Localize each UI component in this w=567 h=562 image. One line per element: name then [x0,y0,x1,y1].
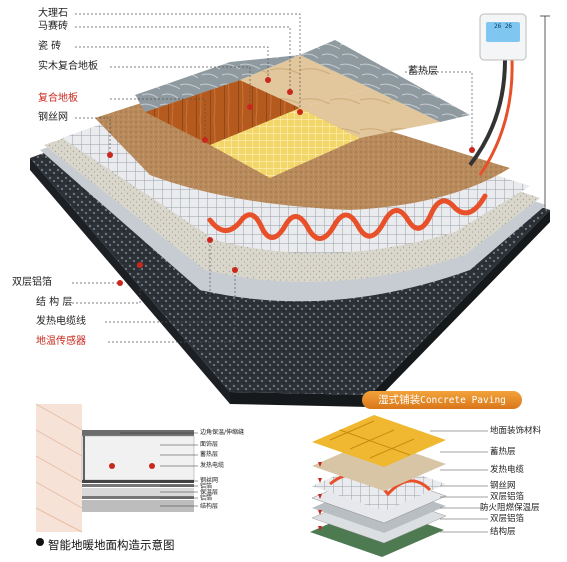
thermostat-value-left: 26 [493,23,502,30]
label-marble: 大理石 [38,8,68,19]
marble-slab [135,55,300,112]
thermostat-display: 26 26 [486,22,520,42]
section-label-foil-2: 铝箔 [200,495,213,502]
thermostat-value-right: 26 [504,23,513,30]
wood-floor [145,80,300,145]
wet-label-foil-1: 双层铝箔 [490,492,525,502]
section-label-mesh: 钢丝网 [200,477,219,484]
wet-label-fire-insulation: 防火阻燃保温层 [480,503,540,513]
section-label-insulation: 保温层 [200,489,219,496]
label-double-foil: 双层铝箔 [12,277,52,288]
wet-label-foil-2: 双层铝箔 [490,514,525,524]
wet-label-storage: 蓄热层 [490,447,516,457]
label-ceramic: 瓷 砖 [38,41,62,52]
arrow-icons [318,462,322,531]
wet-paving-title-en: Concrete Paving [420,395,506,406]
wet-label-mesh: 钢丝网 [490,481,516,491]
label-floor-sensor: 地温传感器 [36,336,86,347]
mosaic-tile [210,108,360,178]
section-label-finish: 面饰层 [200,441,219,448]
label-heating-cable: 发热电缆线 [36,316,86,327]
section-label-storage: 蓄热层 [200,451,219,458]
label-heat-storage: 蓄热层 [408,66,438,77]
label-steel-mesh: 钢丝网 [38,112,68,123]
wet-label-surface: 地面装饰材料 [490,426,542,436]
label-mosaic: 马赛砖 [38,21,68,32]
caption-bullet-icon [36,538,44,546]
wet-label-cable: 发热电缆 [490,465,525,475]
section-label-cable: 发热电缆 [200,462,225,469]
section-caption: 智能地暖地面构造示意图 [48,538,175,552]
label-structure: 结 构 层 [36,297,73,308]
wet-paving-banner: 湿式铺装Concrete Paving [362,391,522,409]
section-label-foil-1: 铝箔 [200,483,213,490]
label-composite-floor: 复合地板 [38,93,78,104]
heating-cable [207,193,488,241]
section-label-edge: 边角保温/伸缩缝 [200,429,245,436]
section-diagram [35,403,195,533]
section-label-structure: 结构层 [200,503,219,510]
wet-paving-title-cn: 湿式铺装 [378,394,421,406]
wet-label-structure: 结构层 [490,527,516,537]
label-solid-wood: 实木复合地板 [38,61,98,72]
ceramic-tile [240,55,370,108]
wet-paving-diagram [310,415,447,557]
